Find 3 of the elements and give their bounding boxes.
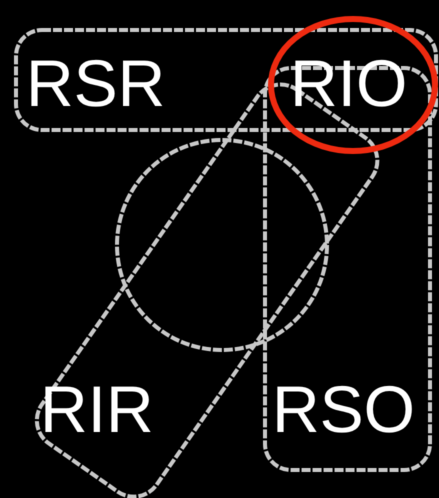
set-label: RSO bbox=[272, 376, 416, 442]
set-label: RSR bbox=[26, 50, 166, 116]
set-label: RIR bbox=[40, 376, 154, 442]
